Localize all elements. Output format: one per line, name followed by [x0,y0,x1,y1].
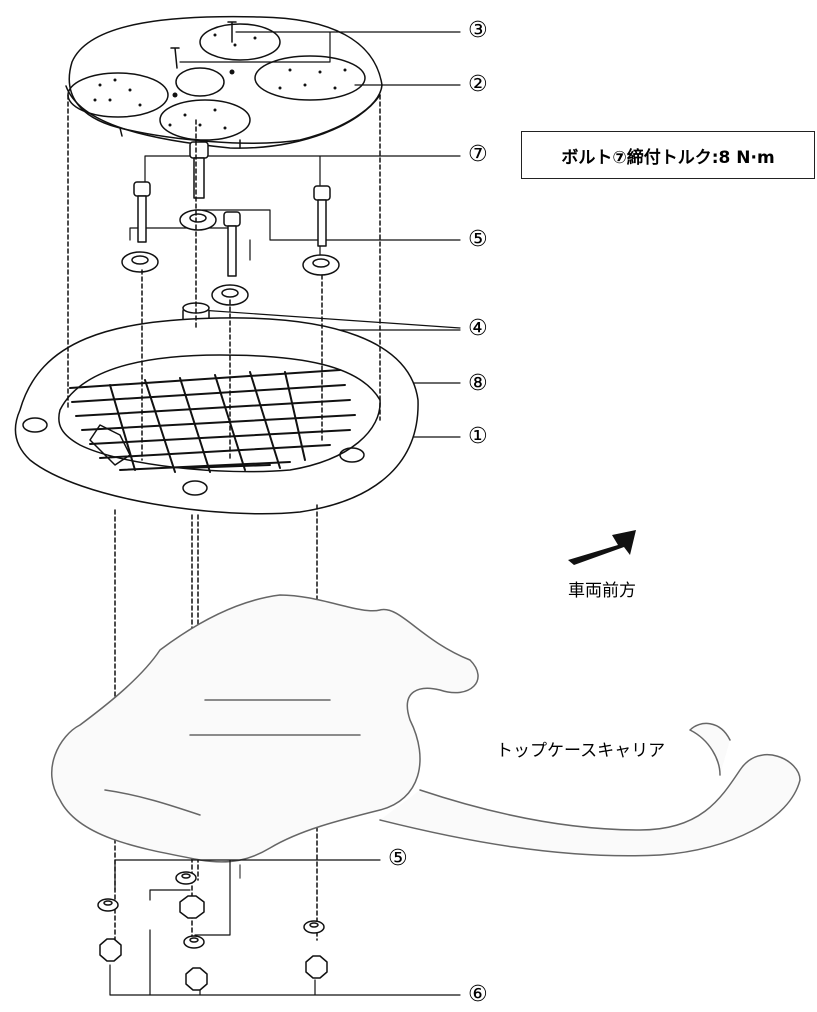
screw-part-3 [170,21,237,69]
grid-part-8 [69,369,356,473]
callout-2: ② [468,72,488,97]
callout-1: ① [468,424,488,449]
top-case-carrier-label: トップケースキャリア [496,741,666,761]
hardware-lower [97,871,328,991]
callout-8: ⑧ [468,371,488,396]
cover-plate-part-2 [65,15,383,149]
leader-lines-lower [109,859,461,996]
vehicle-front-label: 車両前方 [568,581,636,601]
washers-part-5-upper [121,209,340,306]
callout-5-upper: ⑤ [468,227,488,252]
callout-3: ③ [468,18,488,43]
cover-holes [93,33,347,130]
callout-5-lower: ⑤ [388,846,408,871]
top-case-carrier [50,594,801,879]
bolts-part-7 [133,141,331,277]
callout-6: ⑥ [468,982,488,1007]
vehicle-front-arrow-icon [568,530,636,565]
callout-4: ④ [468,316,488,341]
base-plate-part-1 [14,317,419,515]
leader-lines-upper [129,31,461,438]
torque-note: ボルト⑦締付トルク:8 N·m [521,131,815,179]
callout-7: ⑦ [468,142,488,167]
alignment-lines-upper [67,94,381,461]
